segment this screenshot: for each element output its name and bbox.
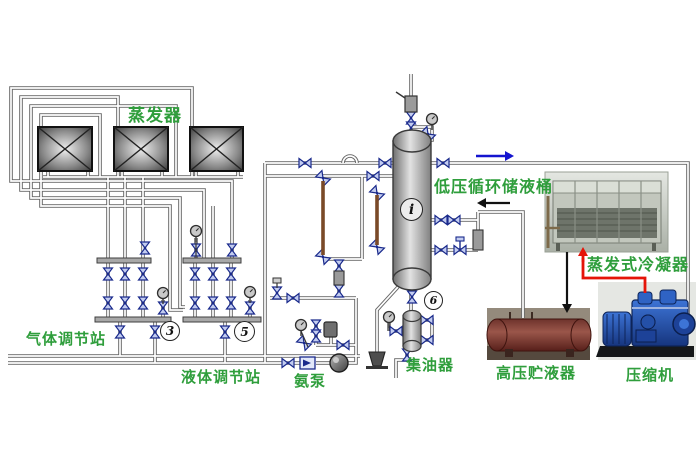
valve-icon (225, 267, 237, 281)
valve-icon (368, 238, 386, 256)
check-valve-icon (299, 356, 316, 370)
discharge-line-red (581, 258, 647, 293)
valve-icon (139, 241, 151, 255)
valve-icon (434, 214, 448, 226)
valve-icon (366, 170, 380, 182)
marker-oil-collector: 6 (424, 291, 443, 310)
valve-icon (102, 296, 114, 310)
pressure-gauge-icon (425, 112, 439, 130)
evaporator-coils (37, 126, 244, 172)
valve-icon (189, 296, 201, 310)
label-ammonia-pump: 氨泵 (294, 372, 327, 390)
strainer-icon (333, 270, 345, 286)
control-valve-icon (453, 236, 467, 256)
valve-icon (244, 301, 256, 315)
valve-icon (420, 314, 434, 326)
pressure-gauge-icon (156, 286, 170, 304)
valve-icon (271, 286, 283, 300)
evaporative-condenser-photo (545, 180, 662, 251)
pressure-gauge-icon (382, 310, 396, 328)
valve-icon (137, 296, 149, 310)
safety-valve (404, 95, 418, 113)
valve-icon (102, 267, 114, 281)
marker-tank-id: i (400, 198, 423, 221)
label-hp-receiver: 高压贮液器 (496, 364, 577, 382)
valve-icon (298, 157, 312, 169)
valve-icon (281, 357, 295, 369)
valve-icon (336, 339, 350, 351)
valve-icon (434, 244, 448, 256)
valve-icon (137, 267, 149, 281)
label-liquid-station: 液体调节站 (181, 368, 262, 386)
marker-gas-station: 3 (160, 321, 180, 341)
marker-liquid-station: 5 (234, 321, 255, 342)
compressor-photo (596, 289, 696, 357)
valve-icon (225, 296, 237, 310)
valve-icon (189, 267, 201, 281)
valve-icon (219, 325, 231, 339)
valve-icon (207, 296, 219, 310)
valve-icon (333, 259, 345, 273)
valve-icon (436, 157, 450, 169)
valve-icon (378, 157, 392, 169)
oil-collector-vessel (402, 309, 422, 353)
valve-icon (310, 329, 322, 343)
valve-icon (114, 325, 126, 339)
evaporator-unit (113, 126, 169, 172)
valve-icon (119, 296, 131, 310)
label-lp-tank: 低压循环储液桶 (434, 177, 554, 196)
label-evaporator: 蒸发器 (128, 106, 182, 126)
strainer-icon (472, 229, 484, 251)
label-oil-collector: 集油器 (406, 356, 455, 374)
valve-icon (406, 290, 418, 304)
ammonia-pump-icon (329, 353, 349, 373)
label-evap-condenser: 蒸发式冷凝器 (587, 255, 690, 274)
valve-icon (149, 325, 161, 339)
label-gas-station: 气体调节站 (26, 330, 107, 348)
drain-funnel-icon (368, 351, 386, 367)
valve-icon (389, 325, 403, 337)
valve-icon (119, 267, 131, 281)
valve-icon (447, 214, 461, 226)
pressure-gauge-icon (294, 318, 308, 336)
pressure-gauge-icon (243, 285, 257, 303)
flow-arrows (476, 151, 647, 313)
valve-icon (226, 243, 238, 257)
valve-icon (207, 267, 219, 281)
valve-icon (286, 292, 300, 304)
valve-icon (420, 334, 434, 346)
hp-receiver-photo (486, 312, 592, 357)
pot-icon (323, 321, 338, 338)
evaporator-unit (37, 126, 93, 172)
valve-icon (333, 284, 345, 298)
equipment-symbols (94, 111, 484, 373)
label-compressor: 压缩机 (626, 366, 675, 384)
evaporator-unit (189, 126, 244, 172)
